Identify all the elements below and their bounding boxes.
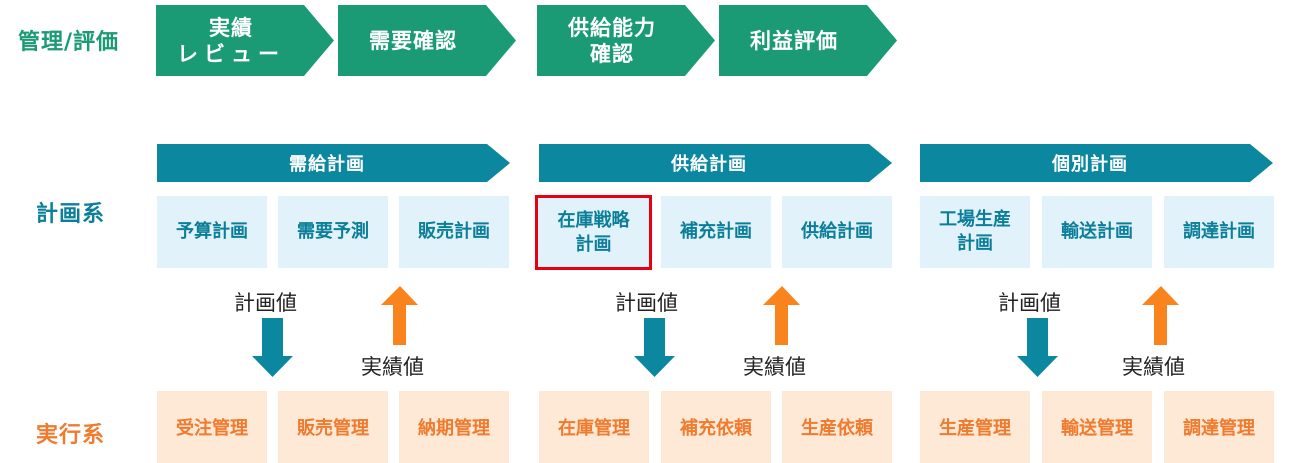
step-line1: 実績 — [209, 15, 253, 40]
plan-value-label: 計画値 — [234, 291, 297, 315]
management-step-supply-capacity-check: 供給能力確認 — [537, 5, 717, 76]
plan-box-line1: 工場生産 — [939, 209, 1011, 230]
plan-box-line1: 輸送計画 — [1061, 221, 1133, 242]
arrow-up-icon — [381, 286, 418, 345]
plan-box-sales-plan: 販売計画 — [399, 196, 509, 268]
exec-box-inventory-management: 在庫管理 — [539, 391, 649, 463]
banner-individual-plan: 個別計画 — [920, 144, 1274, 182]
chevron-shape — [719, 5, 897, 76]
plan-box-line2: 計画 — [957, 233, 993, 254]
plan-box-line1: 需要予測 — [297, 221, 369, 242]
plan-box-line1: 供給計画 — [801, 221, 873, 242]
plan-box-inventory-strategy-highlighted: 在庫戦略計画 — [535, 195, 652, 270]
plan-box-factory-production: 工場生産計画 — [920, 196, 1030, 268]
arrow-up-icon — [1142, 286, 1179, 345]
banner-arrow-shape — [920, 144, 1273, 182]
plan-box-transport-plan: 輸送計画 — [1042, 196, 1152, 268]
chevron-shape — [156, 5, 334, 76]
plan-box-replenishment-plan: 補充計画 — [661, 196, 771, 268]
banner-arrow-shape — [539, 144, 892, 182]
exec-box-order-management: 受注管理 — [157, 391, 267, 463]
plan-box-budget: 予算計画 — [157, 196, 267, 268]
banner-title: 個別計画 — [1052, 154, 1128, 175]
execution-row-label: 実行系 — [36, 423, 106, 448]
exec-box-production-management: 生産管理 — [920, 391, 1030, 463]
exec-box-procurement-management: 調達管理 — [1164, 391, 1274, 463]
arrow-up-icon — [763, 286, 800, 345]
plan-box-line1: 予算計画 — [176, 221, 248, 242]
banner-title: 需給計画 — [289, 154, 365, 175]
banner-title: 供給計画 — [671, 154, 747, 175]
arrow-down-icon — [1017, 318, 1058, 377]
plan-value-label: 計画値 — [615, 291, 678, 315]
step-line1: 供給能力 — [568, 15, 656, 40]
step-line1: 需要確認 — [369, 28, 457, 53]
banner-arrow-shape — [157, 144, 510, 182]
banner-supply-demand-plan: 需給計画 — [157, 144, 511, 182]
banner-supply-plan: 供給計画 — [539, 144, 893, 182]
actual-value-label: 実績値 — [1122, 355, 1185, 379]
exec-box-production-request: 生産依頼 — [782, 391, 892, 463]
plan-box-line1: 補充計画 — [680, 221, 752, 242]
plan-box-supply-plan: 供給計画 — [782, 196, 892, 268]
arrow-down-icon — [252, 318, 293, 377]
plan-box-demand-forecast: 需要予測 — [278, 196, 388, 268]
plan-box-line2: 計画 — [575, 233, 612, 255]
management-step-actual-review: 実績レビュー — [156, 5, 336, 76]
chevron-shape — [537, 5, 715, 76]
exec-box-delivery-management: 納期管理 — [399, 391, 509, 463]
exec-box-replenishment-request: 補充依頼 — [661, 391, 771, 463]
exec-box-transport-management: 輸送管理 — [1042, 391, 1152, 463]
exec-box-sales-management: 販売管理 — [278, 391, 388, 463]
step-line2: 確認 — [590, 41, 634, 66]
plan-box-line1: 在庫戦略 — [557, 209, 630, 231]
management-row-label: 管理/評価 — [18, 30, 120, 55]
step-line1: 利益評価 — [750, 28, 838, 53]
management-step-demand-check: 需要確認 — [338, 5, 518, 76]
step-line2: レビュー — [177, 41, 285, 66]
plan-box-line1: 調達計画 — [1183, 221, 1255, 242]
arrow-down-icon — [634, 318, 675, 377]
chevron-shape — [338, 5, 516, 76]
plan-value-label: 計画値 — [998, 291, 1061, 315]
plan-box-line1: 販売計画 — [418, 221, 490, 242]
actual-value-label: 実績値 — [743, 355, 806, 379]
planning-row-label: 計画系 — [36, 202, 106, 227]
actual-value-label: 実績値 — [361, 355, 424, 379]
plan-box-procurement-plan: 調達計画 — [1164, 196, 1274, 268]
management-step-profit-evaluation: 利益評価 — [719, 5, 899, 76]
